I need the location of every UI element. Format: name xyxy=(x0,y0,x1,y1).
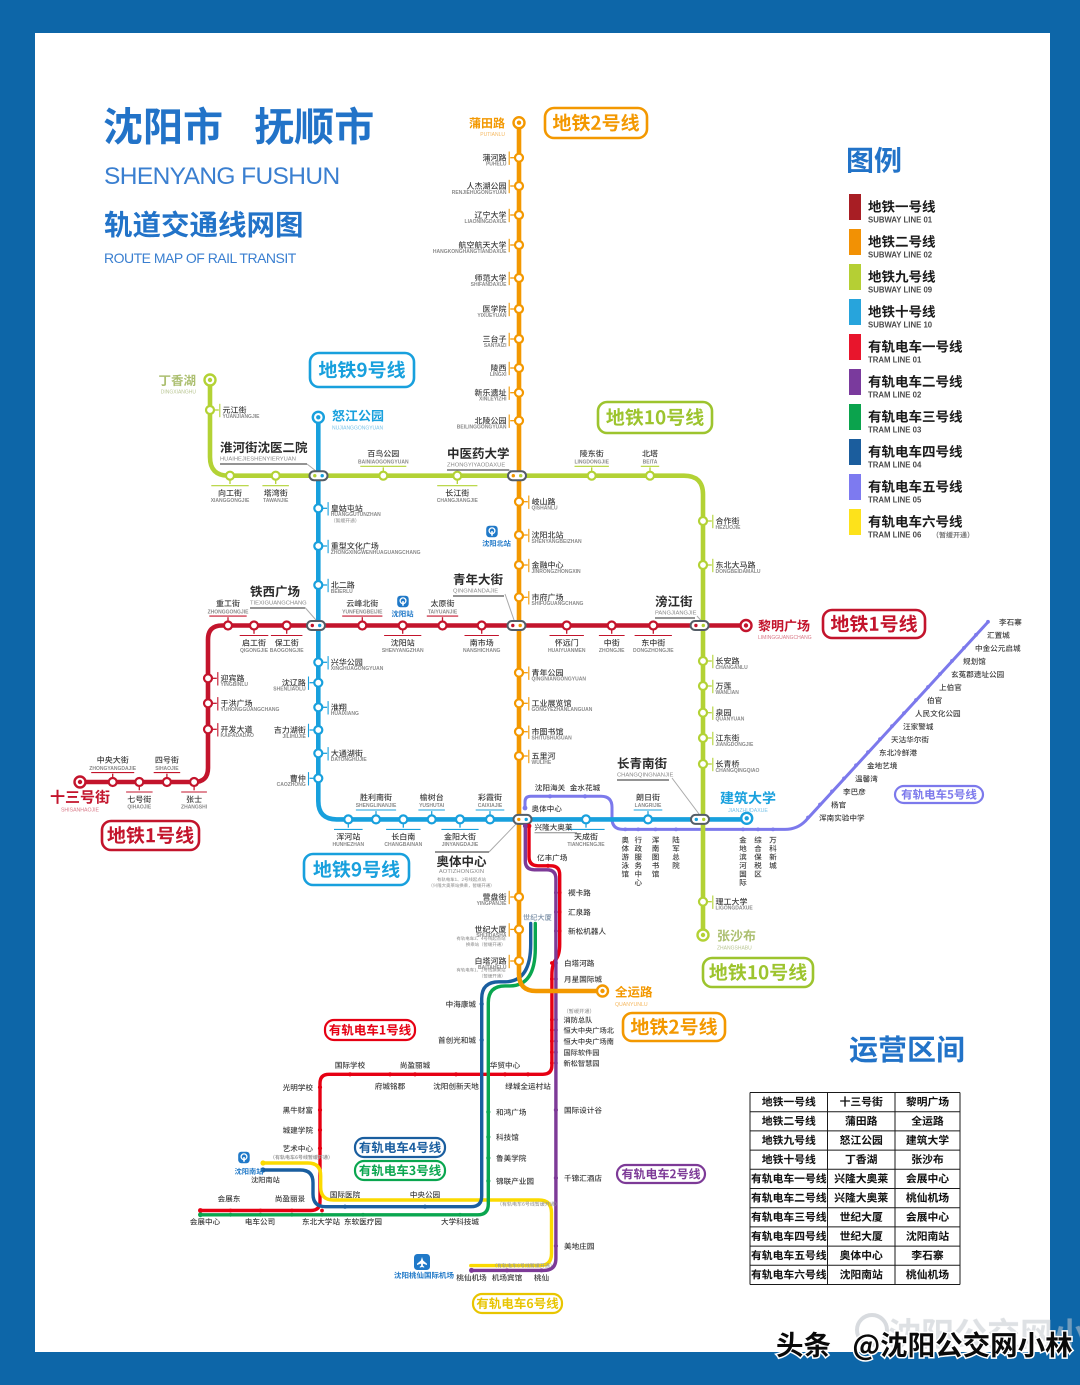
svg-text:LIMINGGUANGCHANG: LIMINGGUANGCHANG xyxy=(758,635,812,641)
svg-text:QISHANLU: QISHANLU xyxy=(532,506,559,512)
svg-text:CHANGBAINAN: CHANGBAINAN xyxy=(384,842,422,848)
svg-text:CAIXIAJIE: CAIXIAJIE xyxy=(478,803,503,809)
svg-text:NANSHICHANG: NANSHICHANG xyxy=(463,648,501,654)
svg-text:RENJIEHUGONGYUAN: RENJIEHUGONGYUAN xyxy=(452,190,507,196)
svg-text:HUAIHEJIESHENYIERYUAN: HUAIHEJIESHENYIERYUAN xyxy=(220,457,296,463)
svg-text:DONGZHONGJIE: DONGZHONGJIE xyxy=(633,648,674,654)
svg-text:BEITA: BEITA xyxy=(643,460,658,466)
svg-text:SHIFUGUANGCHANG: SHIFUGUANGCHANG xyxy=(532,601,584,607)
svg-text:YINGBINLU: YINGBINLU xyxy=(221,682,249,688)
svg-text:JINYANGDAJIE: JINYANGDAJIE xyxy=(442,842,479,848)
svg-text:SUBWAY LINE 01: SUBWAY LINE 01 xyxy=(868,216,933,225)
svg-text:TRAM LINE 01: TRAM LINE 01 xyxy=(868,356,922,365)
svg-text:XIANGGONGJIE: XIANGGONGJIE xyxy=(211,498,250,504)
svg-text:PUHELU: PUHELU xyxy=(486,162,507,168)
svg-text:ZHONGXINGWENHUAGUANGCHANG: ZHONGXINGWENHUAGUANGCHANG xyxy=(331,550,421,556)
svg-text:QINGNIANDAJIE: QINGNIANDAJIE xyxy=(453,589,498,595)
svg-text:SHENGLINANJIE: SHENGLINANJIE xyxy=(356,803,397,809)
svg-text:GONGYEZHANLANGUAN: GONGYEZHANLANGUAN xyxy=(532,707,593,713)
svg-text:SHITUSHUGUAN: SHITUSHUGUAN xyxy=(532,736,573,742)
svg-text:DINGXIANGHU: DINGXIANGHU xyxy=(161,390,197,396)
svg-text:CHANGJIANGJIE: CHANGJIANGJIE xyxy=(437,498,479,504)
svg-text:SIHAOJIE: SIHAOJIE xyxy=(155,766,179,772)
svg-text:LINGXI: LINGXI xyxy=(490,372,507,378)
svg-text:TAIYUANJIE: TAIYUANJIE xyxy=(428,609,458,615)
svg-text:TRAM LINE 05: TRAM LINE 05 xyxy=(868,496,922,505)
svg-text:LANGRIJIE: LANGRIJIE xyxy=(635,803,662,809)
svg-text:SHIFANDAXUE: SHIFANDAXUE xyxy=(471,282,508,288)
svg-text:LINGDONGJIE: LINGDONGJIE xyxy=(574,460,609,466)
svg-text:BEIERLU: BEIERLU xyxy=(331,589,353,595)
svg-text:TRAM LINE 03: TRAM LINE 03 xyxy=(868,426,922,435)
svg-text:CHANGQINGQIAO: CHANGQINGQIAO xyxy=(716,768,760,774)
svg-text:YINGPANJIE: YINGPANJIE xyxy=(477,901,508,907)
svg-text:TIEXIGUANGCHANG: TIEXIGUANGCHANG xyxy=(250,601,307,607)
svg-text:LIAONINGDAXUE: LIAONINGDAXUE xyxy=(465,219,508,225)
svg-text:ROUTE MAP OF RAIL TRANSIT: ROUTE MAP OF RAIL TRANSIT xyxy=(104,250,297,266)
svg-text:QINGNIANGONGYUAN: QINGNIANGONGYUAN xyxy=(532,677,587,683)
svg-text:QIHAOJIE: QIHAOJIE xyxy=(127,804,152,810)
svg-text:KAIFADADAO: KAIFADADAO xyxy=(221,733,254,739)
svg-text:ZHANGSHI: ZHANGSHI xyxy=(181,804,208,810)
svg-text:SUBWAY LINE 02: SUBWAY LINE 02 xyxy=(868,251,933,260)
svg-text:QIGONGJIE: QIGONGJIE xyxy=(240,648,269,654)
svg-text:BAINIAOGONGYUAN: BAINIAOGONGYUAN xyxy=(358,460,409,466)
svg-text:TAWANJIE: TAWANJIE xyxy=(263,498,289,504)
svg-text:CHANGANLU: CHANGANLU xyxy=(716,665,749,671)
svg-text:SANTAIZI: SANTAIZI xyxy=(484,343,507,349)
svg-text:NUJIANGGONGYUAN: NUJIANGGONGYUAN xyxy=(332,426,384,432)
svg-text:HUAIYUANMEN: HUAIYUANMEN xyxy=(548,648,586,654)
svg-text:XINLEYIZHI: XINLEYIZHI xyxy=(479,397,507,403)
svg-text:SHENYANG FUSHUN: SHENYANG FUSHUN xyxy=(104,163,340,190)
svg-text:JILIHUJIE: JILIHUJIE xyxy=(282,734,306,740)
svg-text:QUANYUNLU: QUANYUNLU xyxy=(615,1002,648,1008)
svg-text:HEZUOJIE: HEZUOJIE xyxy=(716,525,742,531)
svg-text:ZHANGSHABU: ZHANGSHABU xyxy=(717,946,752,952)
svg-text:QUANYUAN: QUANYUAN xyxy=(716,717,745,723)
svg-text:JINRONGZHONGXIN: JINRONGZHONGXIN xyxy=(532,569,582,575)
svg-text:LIGONGDAXUE: LIGONGDAXUE xyxy=(716,906,754,912)
svg-text:TIANCHENGJIE: TIANCHENGJIE xyxy=(567,842,605,848)
svg-text:HANGKONGHANGTIANDAXUE: HANGKONGHANGTIANDAXUE xyxy=(433,249,507,255)
svg-text:CAOZHONG: CAOZHONG xyxy=(277,782,306,788)
svg-text:YUNFENGBEIJIE: YUNFENGBEIJIE xyxy=(342,609,383,615)
svg-text:ZHONGJIE: ZHONGJIE xyxy=(599,648,625,654)
svg-text:ZHONGGONGJIE: ZHONGGONGJIE xyxy=(208,609,250,615)
svg-text:SHENYANGZHAN: SHENYANGZHAN xyxy=(382,648,424,654)
svg-text:WANLIAN: WANLIAN xyxy=(716,690,740,696)
svg-text:BAOGONGJIE: BAOGONGJIE xyxy=(270,648,305,654)
svg-text:SHIJIDASHA: SHIJIDASHA xyxy=(476,933,507,939)
svg-text:BAITAHELU: BAITAHELU xyxy=(478,965,507,971)
svg-text:DONGBEIDAMALU: DONGBEIDAMALU xyxy=(716,569,761,575)
svg-text:TRAM LINE 02: TRAM LINE 02 xyxy=(868,391,922,400)
svg-text:YUSHUTAI: YUSHUTAI xyxy=(419,803,445,809)
svg-text:PANGJIANGJIE: PANGJIANGJIE xyxy=(655,611,697,617)
svg-text:BEILINGGONGYUAN: BEILINGGONGYUAN xyxy=(457,425,507,431)
svg-text:DATONGHUJIE: DATONGHUJIE xyxy=(331,757,368,763)
svg-text:SHENLIAOLU: SHENLIAOLU xyxy=(273,687,306,693)
svg-text:JIANGDONGJIE: JIANGDONGJIE xyxy=(716,742,754,748)
svg-text:CHANGQINGNANJIE: CHANGQINGNANJIE xyxy=(617,773,673,779)
svg-text:YIXUEYUAN: YIXUEYUAN xyxy=(477,313,507,319)
svg-text:TRAM LINE 06: TRAM LINE 06 xyxy=(868,531,922,540)
svg-text:YUHONGGUANGCHANG: YUHONGGUANGCHANG xyxy=(221,707,280,713)
svg-text:YUANJIANGJIE: YUANJIANGJIE xyxy=(223,414,261,420)
svg-text:TRAM LINE 04: TRAM LINE 04 xyxy=(868,461,922,470)
svg-text:SUBWAY LINE 10: SUBWAY LINE 10 xyxy=(868,321,933,330)
svg-text:XINGHUAGONGYUAN: XINGHUAGONGYUAN xyxy=(331,666,384,672)
svg-text:AOTIZHONGXIN: AOTIZHONGXIN xyxy=(439,869,484,875)
svg-text:ZHONGYIYAODAXUE: ZHONGYIYAODAXUE xyxy=(447,463,505,469)
svg-text:SHISANHAOJIE: SHISANHAOJIE xyxy=(61,808,100,814)
svg-text:WULIHE: WULIHE xyxy=(532,760,552,766)
svg-text:SUBWAY LINE 09: SUBWAY LINE 09 xyxy=(868,286,933,295)
svg-text:HUNHEZHAN: HUNHEZHAN xyxy=(332,842,364,848)
svg-text:HUAIXIANG: HUAIXIANG xyxy=(331,711,359,717)
svg-text:HUANGGUTUNZHAN: HUANGGUTUNZHAN xyxy=(331,512,381,518)
svg-text:PUTIANLU: PUTIANLU xyxy=(480,132,505,138)
svg-text:SHENYANGBEIZHAN: SHENYANGBEIZHAN xyxy=(532,539,582,545)
svg-text:ZHONGYANGDAJIE: ZHONGYANGDAJIE xyxy=(89,766,136,772)
svg-text:JIANZHUDAXUE: JIANZHUDAXUE xyxy=(728,808,768,814)
